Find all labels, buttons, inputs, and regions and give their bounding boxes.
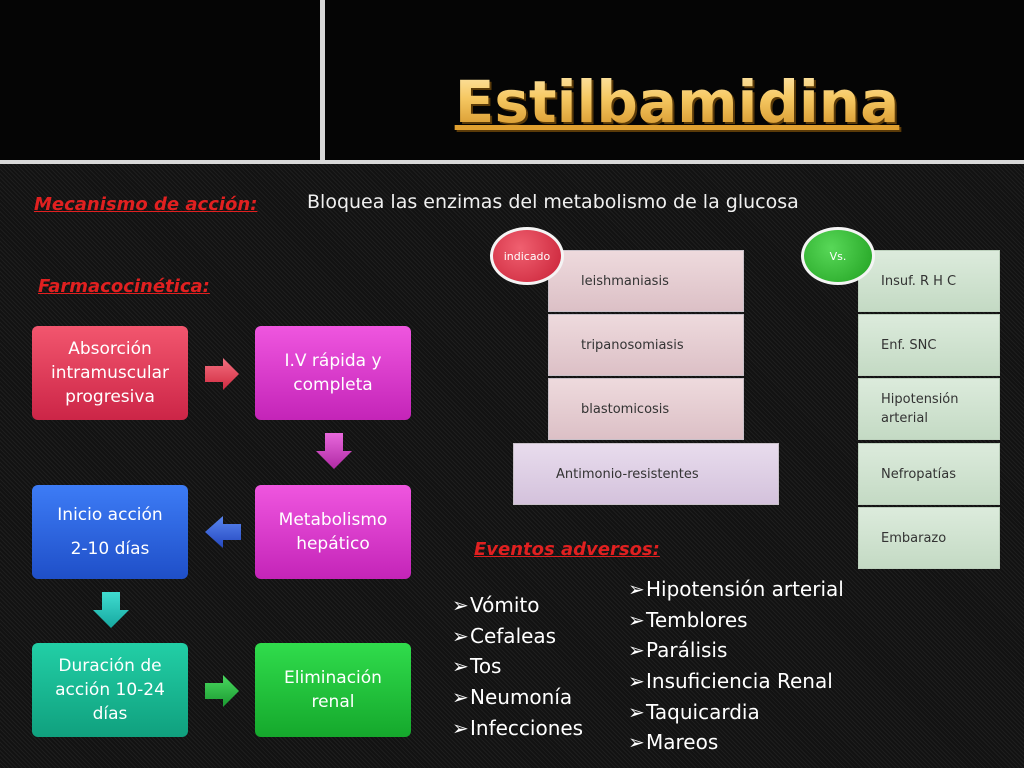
indicado-item-antimonio: Antimonio-resistentes [513, 443, 779, 505]
list-item: ➢Infecciones [452, 713, 583, 744]
arrow-right-icon [205, 358, 239, 390]
flow-box-duracion: Duración de acción 10-24 días [32, 643, 188, 737]
indicado-badge: indicado [490, 227, 564, 285]
mecanismo-text: Bloquea las enzimas del metabolismo de l… [307, 191, 799, 213]
list-item-text: Taquicardia [646, 699, 760, 724]
list-item-text: Cefaleas [470, 623, 557, 648]
flow-box-absorcion: Absorción intramuscular progresiva [32, 326, 188, 420]
list-item: ➢Taquicardia [628, 697, 844, 728]
list-item-text: Insuficiencia Renal [646, 669, 833, 694]
list-item-text: Parálisis [646, 638, 728, 663]
header-divider [0, 160, 1024, 164]
bullet-arrow-icon: ➢ [628, 638, 645, 663]
list-item-text: Infecciones [470, 715, 584, 740]
eventos-list-2: ➢Hipotensión arterial ➢Temblores ➢Paráli… [628, 574, 844, 758]
bullet-arrow-icon: ➢ [452, 685, 469, 710]
header-separator [320, 0, 325, 160]
flow-box-text: 2-10 días [70, 539, 150, 559]
list-item-text: Hipotensión arterial [646, 577, 844, 601]
flow-box-text: progresiva [65, 387, 155, 407]
list-item: ➢Vómito [452, 590, 583, 621]
list-item: ➢Cefaleas [452, 621, 583, 652]
bullet-arrow-icon: ➢ [628, 607, 645, 632]
flow-box-text: hepático [296, 534, 370, 554]
mecanismo-label: Mecanismo de acción: [34, 194, 258, 215]
arrow-right-icon [205, 675, 239, 707]
flow-box-text: acción 10-24 [55, 680, 165, 700]
slide-title: Estilbamidina [330, 62, 1024, 142]
flow-box-iv: I.V rápida y completa [255, 326, 411, 420]
contra-badge: Vs. [801, 227, 875, 285]
list-item: ➢Temblores [628, 605, 844, 636]
flow-box-text: completa [293, 375, 373, 395]
indicado-item-tripanosomiasis: tripanosomiasis [548, 314, 744, 376]
eventos-label: Eventos adversos: [474, 539, 660, 560]
contra-item-snc: Enf. SNC [858, 314, 1000, 376]
contra-item-nefropatias: Nefropatías [858, 443, 1000, 505]
bullet-arrow-icon: ➢ [628, 669, 645, 694]
list-item: ➢Mareos [628, 727, 844, 758]
list-item-text: Neumonía [470, 685, 573, 710]
header-bar [0, 0, 1024, 160]
arrow-left-icon [205, 516, 241, 548]
contra-item-hipotension: Hipotensión arterial [858, 378, 1000, 440]
arrow-down-icon [316, 433, 352, 469]
flow-box-text: Inicio acción [57, 505, 163, 525]
list-item-text: Mareos [646, 730, 719, 755]
bullet-arrow-icon: ➢ [628, 699, 645, 724]
bullet-arrow-icon: ➢ [628, 730, 645, 755]
flow-box-text: Metabolismo [278, 510, 388, 530]
flow-box-text: renal [311, 692, 355, 712]
flow-box-metabolismo: Metabolismo hepático [255, 485, 411, 579]
list-item-text: Vómito [470, 593, 540, 617]
list-item-text: Tos [470, 654, 502, 679]
bullet-arrow-icon: ➢ [628, 577, 645, 601]
bullet-arrow-icon: ➢ [452, 654, 469, 679]
list-item: ➢Neumonía [452, 682, 583, 713]
flow-box-text: Duración de [58, 656, 162, 676]
list-item: ➢Tos [452, 651, 583, 682]
contra-item-embarazo: Embarazo [858, 507, 1000, 569]
list-item: ➢Hipotensión arterial [628, 574, 844, 605]
flow-box-text: I.V rápida y [284, 351, 382, 371]
flow-box-text: días [92, 704, 128, 724]
bullet-arrow-icon: ➢ [452, 593, 469, 617]
list-item-text: Temblores [646, 607, 748, 632]
flow-box-text: Eliminación [284, 668, 382, 688]
flow-box-inicio: Inicio acción 2-10 días [32, 485, 188, 579]
flow-box-text: intramuscular [50, 363, 169, 383]
farmacocinetica-label: Farmacocinética: [38, 276, 210, 297]
indicado-item-blastomicosis: blastomicosis [548, 378, 744, 440]
eventos-list-1: ➢Vómito ➢Cefaleas ➢Tos ➢Neumonía ➢Infecc… [452, 590, 583, 743]
arrow-down-icon [93, 592, 129, 628]
list-item: ➢Parálisis [628, 635, 844, 666]
bullet-arrow-icon: ➢ [452, 623, 469, 648]
list-item: ➢Insuficiencia Renal [628, 666, 844, 697]
flow-box-eliminacion: Eliminación renal [255, 643, 411, 737]
bullet-arrow-icon: ➢ [452, 715, 469, 740]
contra-item-insuf: Insuf. R H C [858, 250, 1000, 312]
indicado-item-leishmaniasis: leishmaniasis [548, 250, 744, 312]
flow-box-text: Absorción [68, 339, 152, 359]
